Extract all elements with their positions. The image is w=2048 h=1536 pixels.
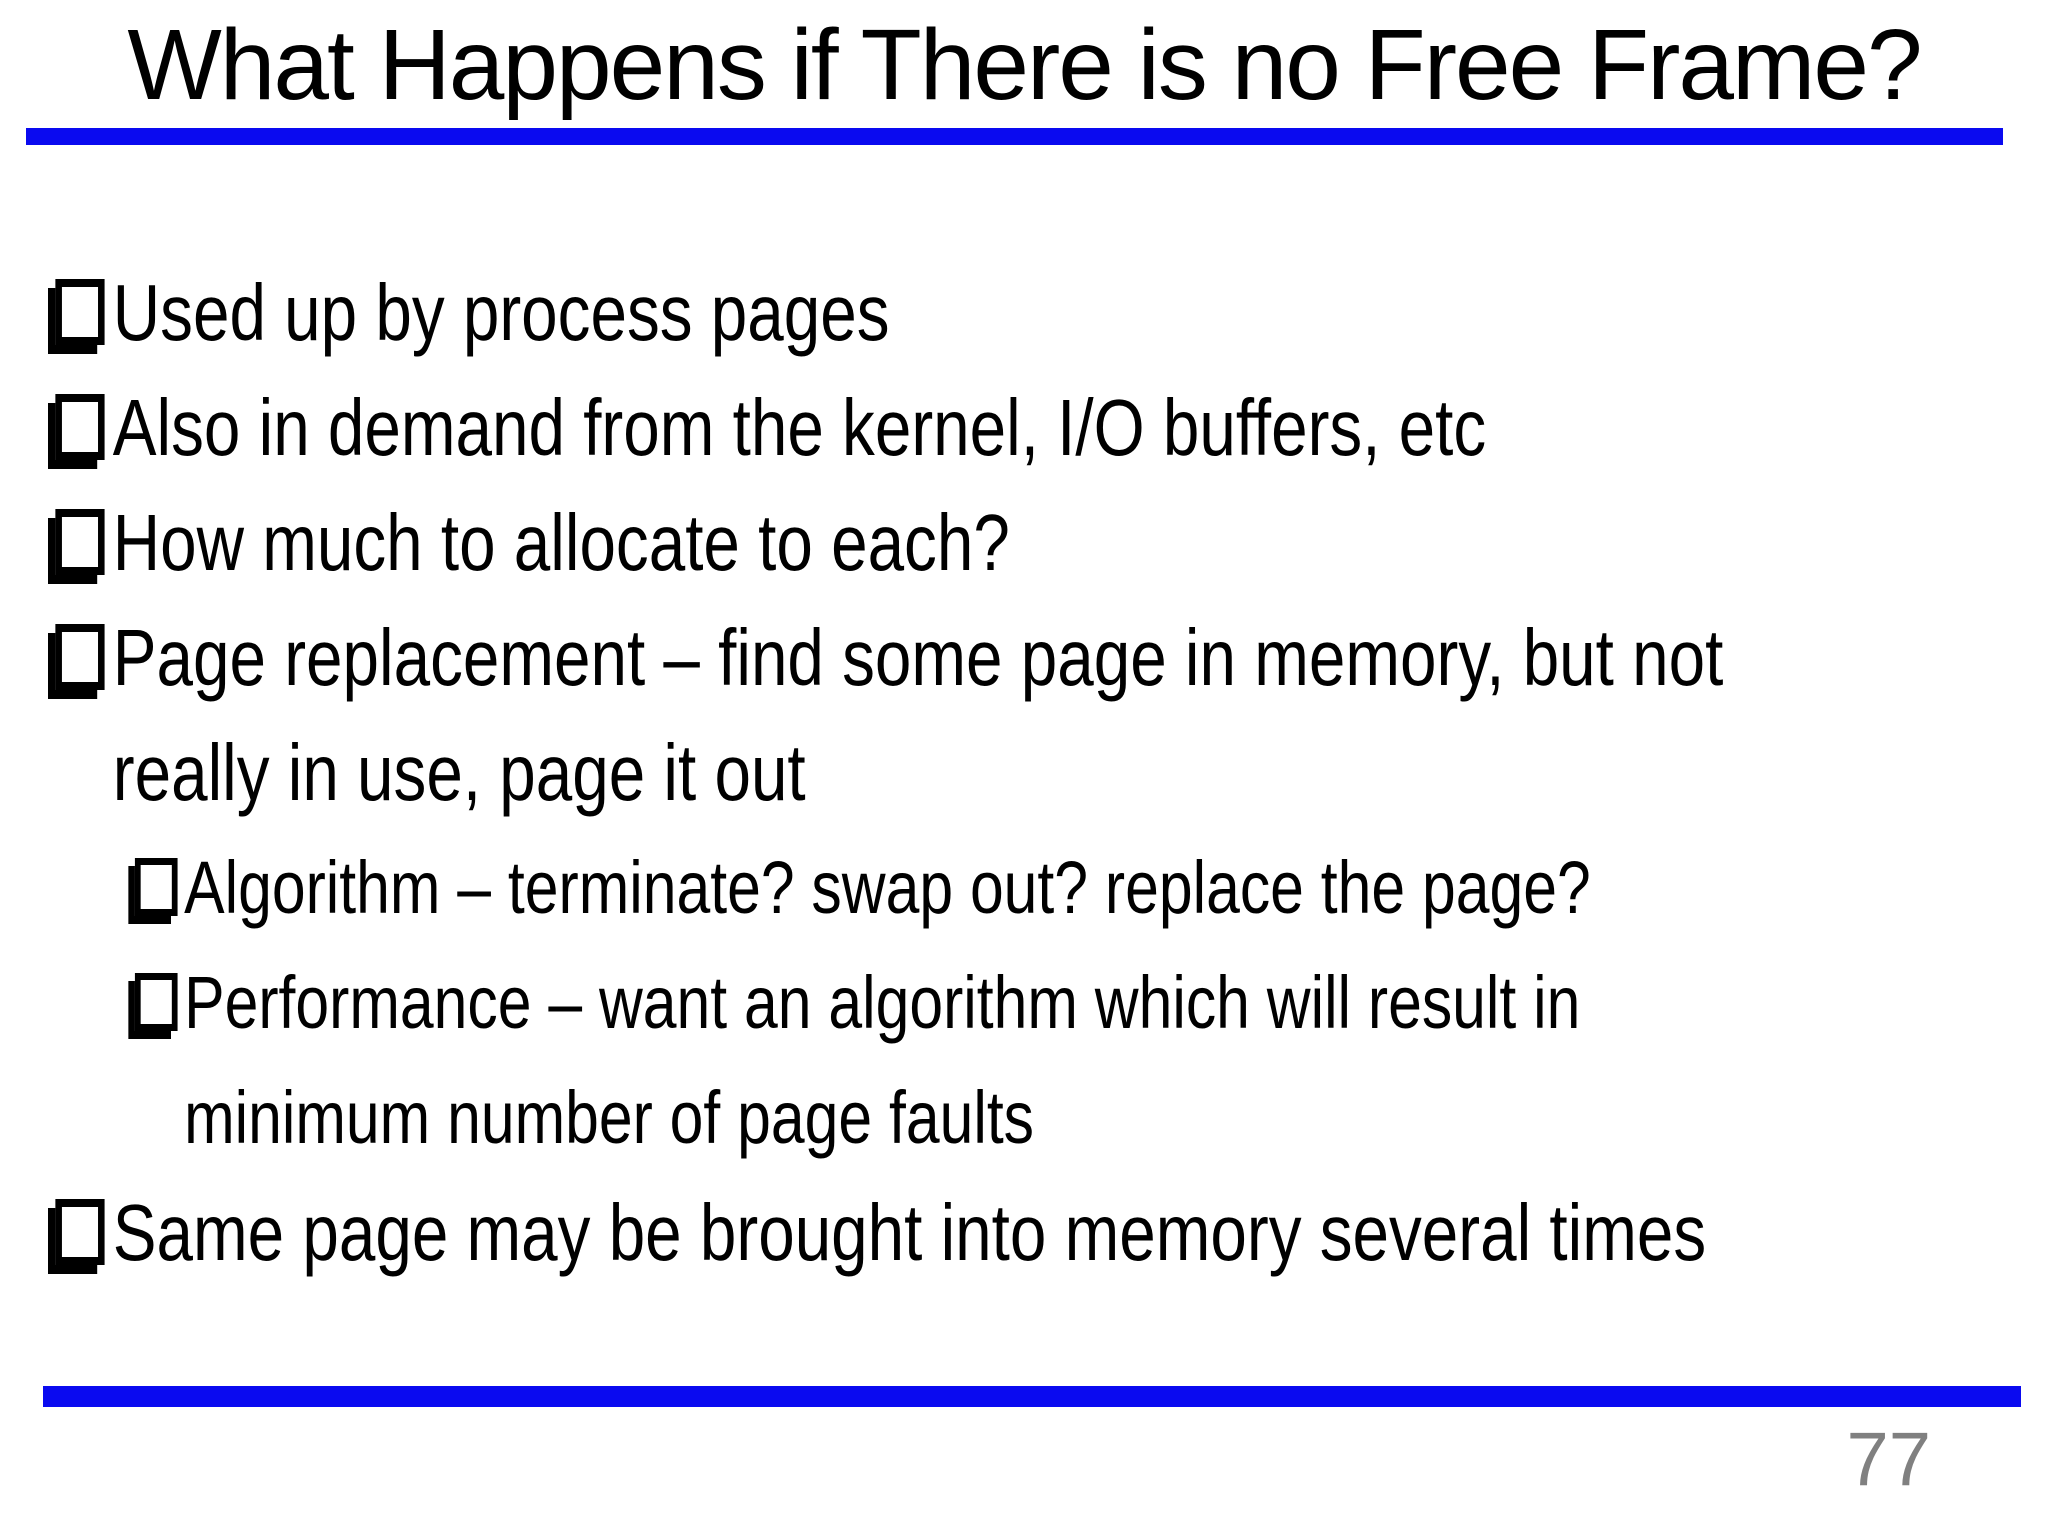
footer-rule: [43, 1386, 2021, 1407]
bullet-text: Used up by process pages: [112, 268, 890, 357]
shadowed-square-bullet-icon: [134, 858, 178, 916]
bullet-text: How much to allocate to each?: [112, 498, 1010, 587]
bullet-item-sub: Algorithm – terminate? swap out? replace…: [48, 830, 1975, 945]
bullet-item: Also in demand from the kernel, I/O buff…: [48, 370, 1975, 485]
shadowed-square-bullet-icon: [55, 1199, 105, 1265]
bullet-item: Same page may be brought into memory sev…: [48, 1175, 1975, 1290]
bullet-item: Used up by process pages: [48, 255, 1975, 370]
bullet-text: Performance – want an algorithm which wi…: [184, 961, 1581, 1159]
bullet-item: How much to allocate to each?: [48, 485, 1975, 600]
bullet-item: Page replacement – find some page in mem…: [48, 600, 1975, 830]
bullet-text: Page replacement – find some page in mem…: [112, 613, 1724, 817]
bullet-text: Also in demand from the kernel, I/O buff…: [112, 383, 1487, 472]
bullet-text: Algorithm – terminate? swap out? replace…: [184, 846, 1591, 929]
page-number: 77: [1846, 1417, 1931, 1502]
bullet-text: Same page may be brought into memory sev…: [112, 1188, 1707, 1277]
shadowed-square-bullet-icon: [134, 973, 178, 1031]
bullet-list: Used up by process pages Also in demand …: [48, 255, 1975, 1290]
shadowed-square-bullet-icon: [55, 279, 105, 345]
shadowed-square-bullet-icon: [55, 394, 105, 460]
shadowed-square-bullet-icon: [55, 509, 105, 575]
bullet-item-sub: Performance – want an algorithm which wi…: [48, 945, 1975, 1175]
slide-title: What Happens if There is no Free Frame?: [127, 9, 1922, 121]
title-underline-rule: [26, 128, 2003, 145]
shadowed-square-bullet-icon: [55, 624, 105, 690]
